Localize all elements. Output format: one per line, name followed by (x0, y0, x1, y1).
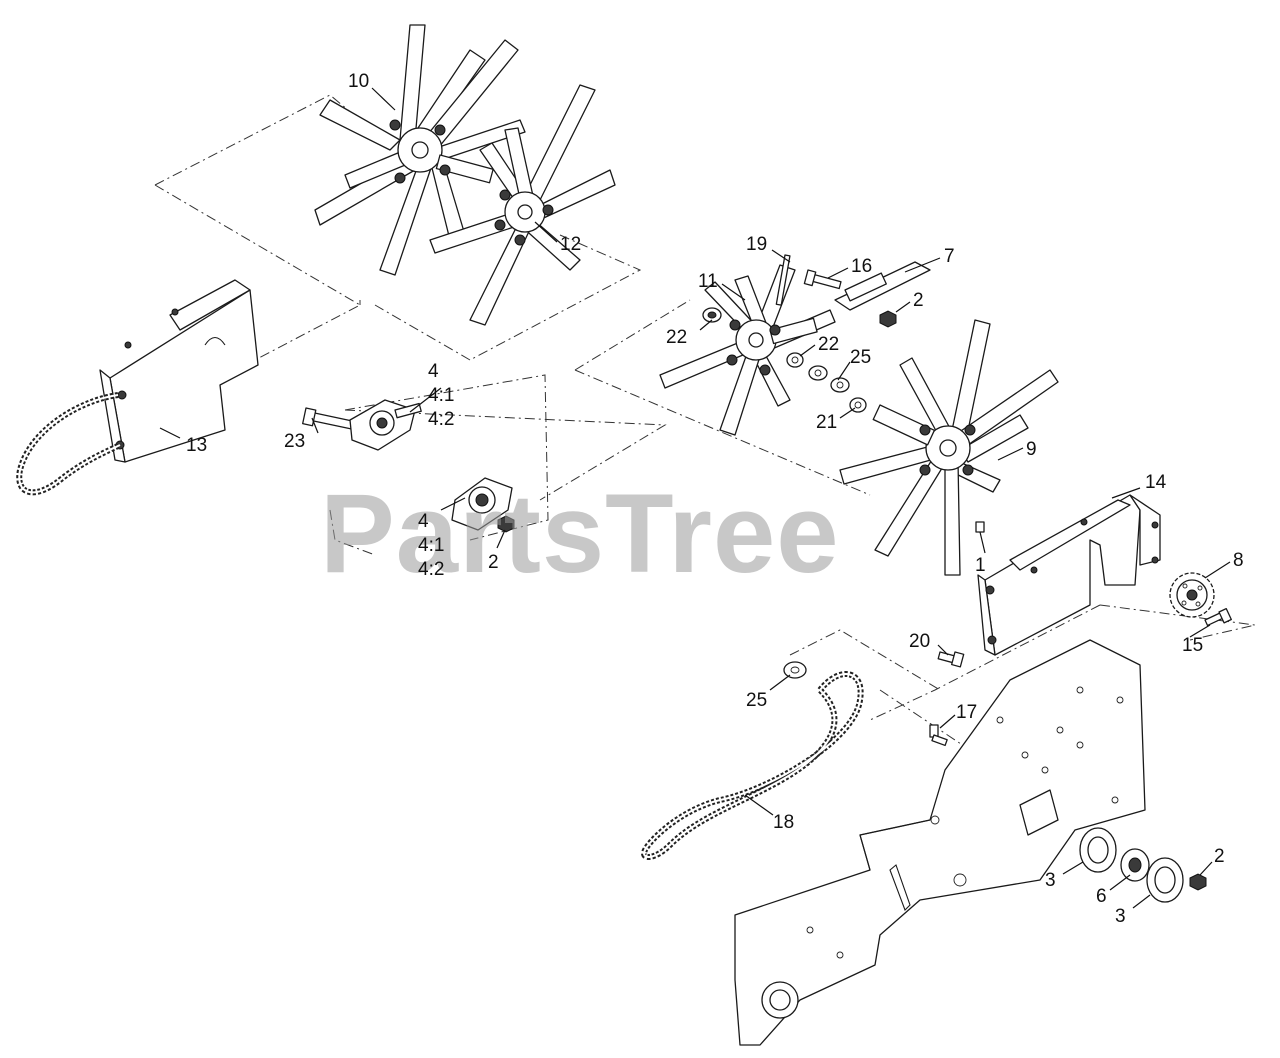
callout-4-lower: 4 (418, 511, 429, 532)
chain-guard-14 (977, 494, 1161, 656)
bolt-20 (937, 651, 965, 668)
callout-22-left: 22 (666, 327, 687, 348)
callout-22-right: 22 (818, 334, 839, 355)
callout-2-upper: 2 (913, 290, 924, 311)
tine-7 (834, 261, 931, 311)
tine-rotor-9 (839, 319, 1059, 576)
callout-7: 7 (944, 246, 955, 267)
washer-22-right (786, 352, 804, 368)
bolt-16 (803, 269, 842, 290)
bearing-flange-4-upper (349, 399, 422, 451)
callout-6: 6 (1096, 886, 1107, 907)
callout-23: 23 (284, 431, 305, 452)
callout-4-2-upper: 4:2 (428, 409, 454, 430)
callout-25-lower: 25 (746, 690, 767, 711)
nut-2-lower-left (497, 515, 515, 533)
callout-18: 18 (773, 812, 794, 833)
callout-12: 12 (560, 234, 581, 255)
tine-rotor-11 (659, 264, 836, 436)
callout-labels: 10 12 19 16 7 11 2 22 22 25 21 9 14 8 1 … (186, 71, 1244, 927)
bolt-15 (1204, 607, 1232, 627)
drive-chain-18 (641, 671, 864, 860)
bearing-flange-3-left (1079, 827, 1117, 873)
side-frame-plate (734, 639, 1146, 1046)
bolt-17 (929, 724, 948, 747)
bearing-flange-4-lower (451, 477, 513, 531)
watermark-text: PartsTree (320, 471, 840, 596)
callout-13: 13 (186, 435, 207, 456)
callout-4-upper: 4 (428, 361, 439, 382)
chain-guard-13 (16, 279, 259, 496)
callout-11: 11 (698, 271, 718, 292)
callout-21: 21 (816, 412, 837, 433)
assembly-guide-lines (154, 94, 1256, 761)
bearing-6 (1120, 848, 1150, 882)
callout-2-lower-left: 2 (488, 552, 499, 573)
callout-17: 17 (956, 702, 977, 723)
tine-rotor-12 (429, 84, 616, 326)
sprocket-8 (1169, 572, 1215, 618)
callout-3-left: 3 (1045, 870, 1056, 891)
pin-19 (775, 254, 791, 306)
pin-1 (975, 521, 985, 533)
callout-3-right: 3 (1115, 906, 1126, 927)
callout-4-1-lower: 4:1 (418, 535, 444, 556)
bearing-flange-3-right (1146, 857, 1184, 903)
callout-4-2-lower: 4:2 (418, 559, 444, 580)
callout-25-upper: 25 (850, 347, 871, 368)
nut-2-lower-right (1189, 873, 1207, 891)
callout-14: 14 (1145, 472, 1167, 493)
callout-19: 19 (746, 234, 767, 255)
washer-25-lower (783, 661, 807, 679)
callout-1: 1 (975, 555, 986, 576)
leader-lines (159, 87, 1231, 909)
nut-2-upper (879, 310, 897, 328)
callout-20: 20 (909, 631, 930, 652)
tine-rotor-10 (314, 24, 526, 276)
callout-9: 9 (1026, 439, 1037, 460)
callout-10: 10 (348, 71, 369, 92)
callout-15: 15 (1182, 635, 1203, 656)
washer-25-upper (808, 365, 850, 393)
callout-8: 8 (1233, 550, 1244, 571)
callout-2-lower-right: 2 (1214, 846, 1225, 867)
washer-22-left (702, 307, 722, 323)
callout-4-1-upper: 4:1 (428, 385, 454, 406)
callout-16: 16 (851, 256, 872, 277)
